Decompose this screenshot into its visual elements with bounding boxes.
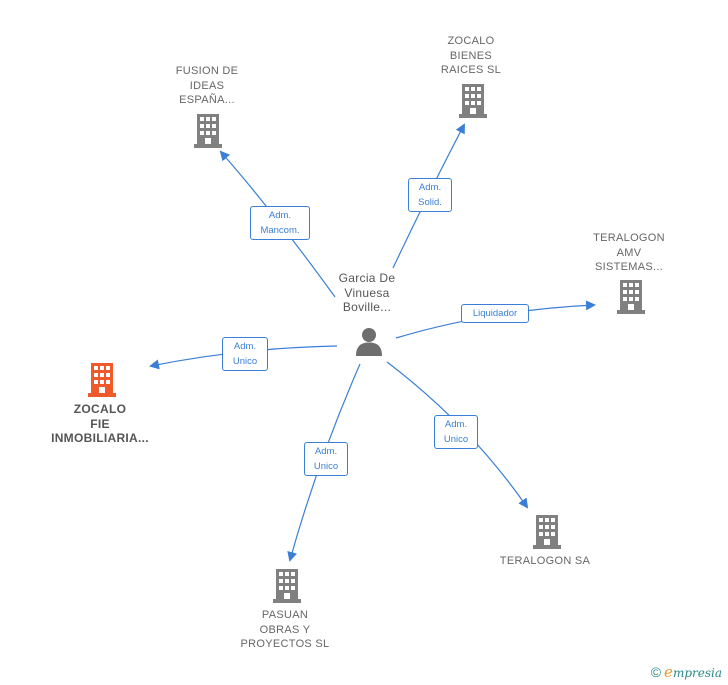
building-icon[interactable] — [533, 515, 561, 549]
person-name-line: Boville... — [342, 300, 392, 314]
company-label-line: ZOCALO — [73, 402, 127, 416]
role-label-line: Adm. — [314, 446, 338, 457]
role-label-line: Unico — [443, 434, 469, 445]
role-label-pasuan[interactable]: Adm. Unico — [304, 442, 348, 476]
copyright-icon: © — [650, 664, 662, 680]
company-label-line: SISTEMAS... — [594, 261, 664, 273]
brand-footer: ©empresia — [651, 663, 722, 681]
company-label-line: ZOCALO — [447, 35, 495, 47]
role-label-line: Unico — [313, 461, 339, 472]
company-label-line: PROYECTOS SL — [240, 638, 330, 650]
company-label-fusion[interactable]: FUSION DE IDEAS ESPAÑA... — [137, 64, 277, 108]
company-label-line: PASUAN — [261, 609, 309, 621]
role-label-line: Unico — [232, 356, 258, 367]
company-label-line: FIE — [90, 416, 110, 431]
building-icon[interactable] — [194, 114, 222, 148]
role-label-line: Adm. — [233, 341, 257, 352]
company-label-line: INMOBILIARIA... — [51, 431, 149, 445]
person-name-line: Vinuesa — [344, 285, 390, 300]
role-label-zocalo-fie[interactable]: Adm. Unico — [222, 337, 268, 371]
role-label-zocalo-bienes[interactable]: Adm. Solid. — [408, 178, 452, 212]
building-icon[interactable] — [273, 569, 301, 603]
company-label-line: BIENES — [449, 49, 493, 62]
company-label-teralogon-amv[interactable]: TERALOGON AMV SISTEMAS... — [559, 231, 699, 275]
company-label-line: ESPAÑA... — [179, 94, 235, 106]
role-label-line: Adm. — [268, 210, 292, 221]
company-label-teralogon-sa[interactable]: TERALOGON SA — [475, 554, 615, 569]
role-label-line: Mancom. — [260, 225, 300, 236]
role-label-line: Liquidador — [472, 308, 518, 319]
company-label-line: TERALOGON — [593, 232, 665, 244]
company-label-pasuan[interactable]: PASUAN OBRAS Y PROYECTOS SL — [215, 608, 355, 652]
building-icon-highlight[interactable] — [88, 363, 116, 397]
company-label-zocalo-fie[interactable]: ZOCALO FIE INMOBILIARIA... — [30, 402, 170, 446]
company-label-line: TERALOGON SA — [499, 555, 591, 567]
person-name[interactable]: Garcia De Vinuesa Boville... — [307, 271, 427, 315]
brand-logo: empresia — [664, 663, 722, 681]
company-label-line: FUSION DE — [175, 65, 239, 77]
role-label-teralogon-amv[interactable]: Liquidador — [461, 304, 529, 323]
role-label-teralogon-sa[interactable]: Adm. Unico — [434, 415, 478, 449]
role-label-line: Adm. — [418, 182, 442, 193]
role-label-fusion[interactable]: Adm. Mancom. — [250, 206, 310, 240]
company-label-line: IDEAS — [189, 79, 225, 92]
role-label-line: Solid. — [418, 197, 442, 208]
building-icon[interactable] — [617, 280, 645, 314]
company-label-line: RAICES SL — [440, 64, 502, 76]
company-label-zocalo-bienes[interactable]: ZOCALO BIENES RAICES SL — [401, 34, 541, 78]
company-label-line: OBRAS Y — [259, 623, 311, 636]
person-name-line: Garcia De — [338, 271, 396, 285]
role-label-line: Adm. — [444, 419, 468, 430]
building-icon[interactable] — [459, 84, 487, 118]
company-label-line: AMV — [616, 246, 642, 259]
person-icon[interactable] — [354, 326, 384, 356]
